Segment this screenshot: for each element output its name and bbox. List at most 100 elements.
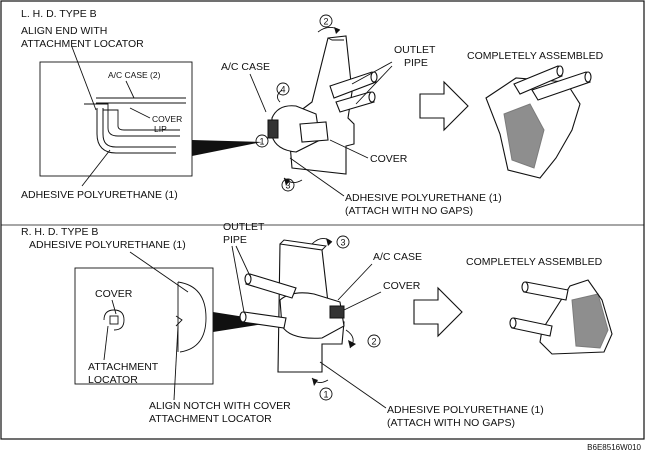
- rhd-attachment-locator: [329, 305, 345, 319]
- lhd-completely-assembled-label: COMPLETELY ASSEMBLED: [467, 50, 604, 62]
- lhd-title: L. H. D. TYPE B: [21, 8, 97, 20]
- lhd-progress-arrow: [419, 80, 469, 132]
- lhd-rotate-arrow-4: [277, 89, 283, 103]
- lhd-ac-case-label: A/C CASE: [221, 61, 270, 73]
- lhd-completed-pipe-2: [531, 71, 591, 101]
- lhd-step-1: 1: [255, 134, 269, 148]
- lhd-adhesive-bead: [97, 108, 176, 153]
- rhd-step-2: 2: [367, 334, 381, 348]
- rhd-step-2-circle: [367, 334, 381, 348]
- rhd-align-notch-leader: [173, 325, 179, 401]
- lhd-step-2-circle: [319, 14, 333, 28]
- rhd-outlet-pipe-end-1: [244, 273, 252, 285]
- lhd-cover-label: COVER: [370, 153, 408, 165]
- lhd-outlet-pipe-leader-2: [355, 65, 393, 105]
- rhd-outlet-pipe-label-2: PIPE: [223, 234, 247, 246]
- rhd-adhesive-top-leader: [129, 251, 189, 293]
- rhd-outlet-pipe-end-2: [239, 311, 247, 323]
- rhd-completed-cover: [571, 293, 609, 349]
- lhd-cover-leader: [329, 139, 369, 159]
- lhd-cover-lip-label-1: COVER: [152, 114, 182, 124]
- lhd-completed-pipe-1: [513, 65, 563, 95]
- lhd-step-4-number: 4: [280, 85, 285, 95]
- rhd-completed-pipe-1: [523, 281, 569, 301]
- rhd-step-3: 3: [336, 235, 350, 249]
- lhd-step-3: 3: [281, 178, 295, 192]
- lhd-cover-lip-label-2: LIP: [154, 124, 167, 134]
- lhd-outlet-pipe-1: [329, 71, 377, 99]
- lhd-cover-profile-inner: [100, 109, 180, 131]
- rhd-cover-plate-edge: [279, 239, 327, 251]
- lhd-ac-case-2-leader: [125, 80, 135, 99]
- rhd-step-3-number: 3: [340, 238, 345, 248]
- rhd-rotate-arrowhead-1: [312, 378, 318, 386]
- rhd-ac-case-label: A/C CASE: [373, 251, 422, 263]
- lhd-adhesive-gaps-label-2: (ATTACH WITH NO GAPS): [345, 205, 473, 217]
- rhd-adhesive-gaps-label-1: ADHESIVE POLYURETHANE (1): [387, 404, 544, 416]
- lhd-completed-pipe-end-1: [556, 65, 564, 77]
- rhd-attachment-clip: [103, 309, 125, 331]
- outer-frame: [0, 0, 645, 440]
- rhd-attachment-leader: [103, 325, 109, 361]
- lhd-outlet-pipe-end-2: [368, 91, 376, 103]
- lhd-completed-cover: [503, 103, 545, 169]
- lhd-outlet-pipe-label-1: OUTLET: [394, 44, 436, 56]
- rhd-notch: [175, 315, 183, 327]
- rhd-progress-arrow: [413, 286, 463, 338]
- rhd-cover-detail-leader: [111, 299, 117, 315]
- rhd-rotate-arrowhead-3: [326, 238, 332, 246]
- rhd-outlet-pipe-leader-1: [235, 245, 251, 277]
- lhd-align-end-label-2: ATTACHMENT LOCATOR: [21, 38, 144, 50]
- lhd-step-2-number: 2: [323, 17, 328, 27]
- rhd-step-1-circle: [319, 387, 333, 401]
- lhd-zoom-wedge: [192, 140, 262, 156]
- lhd-inset-frame: [39, 61, 193, 177]
- lhd-ac-case-2-label: A/C CASE (2): [108, 70, 161, 80]
- lhd-step-3-number: 3: [285, 181, 290, 191]
- rhd-cover-main-leader: [343, 291, 382, 311]
- rhd-completed-pipe-end-2: [509, 317, 517, 329]
- rhd-adhesive-gaps-leader: [319, 361, 387, 409]
- rhd-attachment-label-2: LOCATOR: [88, 374, 138, 386]
- rhd-title: R. H. D. TYPE B: [21, 226, 98, 238]
- lhd-align-end-label-1: ALIGN END WITH: [21, 25, 107, 37]
- rhd-align-notch-label-1: ALIGN NOTCH WITH COVER: [149, 400, 291, 412]
- rhd-completed-pipe-end-1: [521, 281, 529, 293]
- rhd-outlet-pipe-leader-2: [231, 245, 245, 313]
- lhd-adhesive-gaps-label-1: ADHESIVE POLYURETHANE (1): [345, 192, 502, 204]
- lhd-outlet-pipe-leader-1: [351, 61, 393, 85]
- rhd-align-notch-label-2: ATTACHMENT LOCATOR: [149, 413, 272, 425]
- lhd-completed-assembly: [485, 65, 592, 179]
- lhd-cover-flange: [299, 121, 329, 143]
- lhd-step-1-circle: [255, 134, 269, 148]
- lhd-cover-plate-edge: [327, 37, 344, 41]
- rhd-cover-detail-label: COVER: [95, 288, 133, 300]
- rhd-assembly-illustration: [239, 238, 356, 386]
- lhd-assembly-illustration: [267, 27, 378, 186]
- rhd-step-1: 1: [319, 387, 333, 401]
- lhd-rotate-arrowhead-2: [334, 27, 340, 34]
- rhd-ac-case-leader: [337, 263, 373, 301]
- lhd-completed-pipe-end-2: [584, 71, 592, 83]
- lhd-outlet-pipe-label-2: PIPE: [404, 57, 428, 69]
- rhd-completed-assembly: [509, 279, 613, 355]
- rhd-rotate-arrow-3: [311, 238, 333, 245]
- lhd-outlet-pipe-2: [335, 91, 375, 113]
- rhd-step-1-number: 1: [323, 390, 328, 400]
- lhd-step-4-circle: [276, 82, 290, 96]
- lhd-step-1-number: 1: [259, 137, 264, 147]
- rhd-cover-main-label: COVER: [383, 280, 421, 292]
- lhd-step-2: 2: [319, 14, 333, 28]
- rhd-attachment-clip-slot: [109, 315, 119, 325]
- rhd-completed-pipe-2: [511, 317, 553, 337]
- rhd-completely-assembled-label: COMPLETELY ASSEMBLED: [466, 256, 603, 268]
- lhd-adhesive-gaps-leader: [289, 157, 345, 197]
- lhd-adhesive-leader: [81, 149, 111, 187]
- lhd-align-leader: [71, 46, 97, 111]
- lhd-adhesive-label: ADHESIVE POLYURETHANE (1): [21, 189, 178, 201]
- lhd-step-4: 4: [276, 82, 290, 96]
- rhd-adhesive-curve: [177, 281, 207, 353]
- lhd-detail-inset: A/C CASE (2) COVER LIP: [39, 46, 193, 187]
